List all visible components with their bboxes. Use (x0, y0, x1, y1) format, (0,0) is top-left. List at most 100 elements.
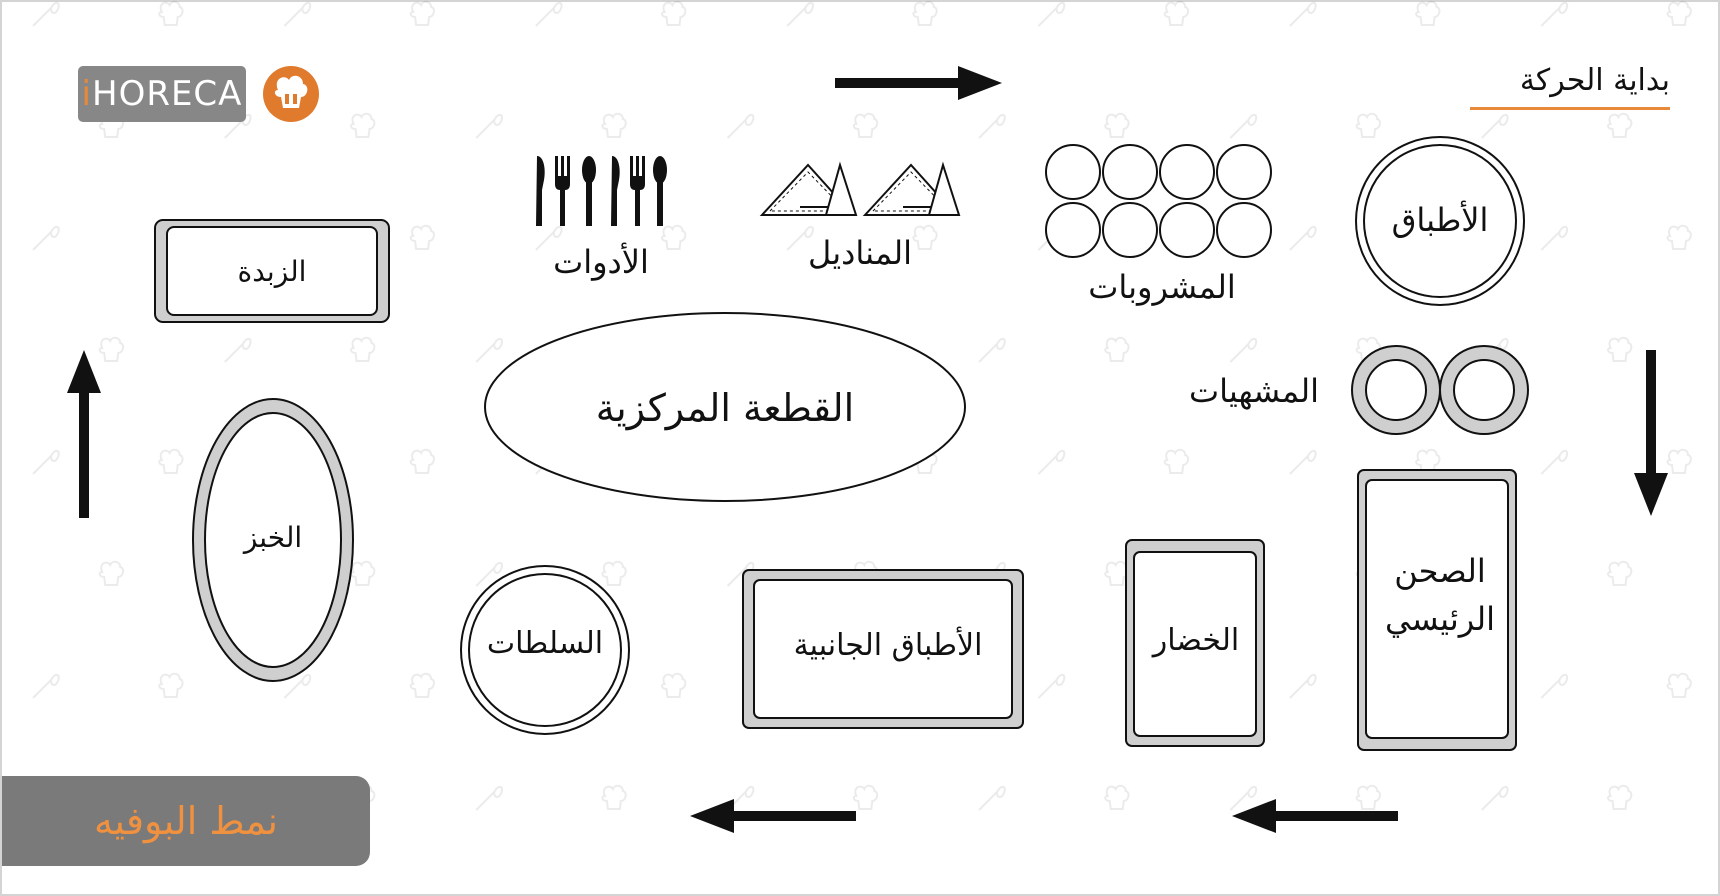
whisk-icon (32, 225, 60, 251)
chef-hat-icon (158, 448, 184, 474)
main-dish-label-line1: الصحن (1394, 552, 1485, 590)
utensils-label: الأدوات (553, 242, 649, 281)
whisk-icon (1289, 225, 1317, 251)
chef-hat-icon (601, 560, 627, 586)
chef-hat-icon (350, 112, 376, 138)
whisk-icon (224, 337, 252, 363)
whisk-icon (1289, 673, 1317, 699)
appetizers-label: المشهيات (1189, 372, 1319, 410)
glass-icon (1045, 144, 1272, 258)
whisk-icon (475, 785, 503, 811)
chef-hat-icon (158, 672, 184, 698)
chef-hat-icon (1607, 336, 1633, 362)
chef-hat-icon (1355, 112, 1381, 138)
whisk-icon (475, 561, 503, 587)
folded-napkin-icon (759, 161, 961, 216)
centerpiece-ellipse (484, 312, 966, 502)
chef-hat-icon (98, 336, 125, 362)
vegetables-label: الخضار (1151, 623, 1239, 658)
whisk-icon (32, 449, 60, 475)
whisk-icon (978, 785, 1006, 811)
chef-hat-icon (409, 672, 435, 698)
whisk-icon (726, 113, 755, 139)
side-dishes-label: الأطباق الجانبية (794, 625, 983, 663)
brand-logo-text: HORECA (92, 74, 243, 114)
whisk-icon (1037, 673, 1066, 699)
chef-hat-icon (1104, 784, 1130, 810)
brand-logo: iHORECA (78, 66, 246, 122)
chef-hat-icon (1104, 336, 1130, 362)
whisk-icon (1481, 113, 1509, 139)
chef-hat-icon (409, 0, 435, 26)
butter-station: الزبدة (154, 219, 390, 323)
whisk-icon (283, 1, 312, 27)
chef-hat-icon (852, 784, 879, 810)
vegetables-station: الخضار (1125, 539, 1265, 747)
whisk-icon (1037, 1, 1066, 27)
chef-hat-icon (661, 672, 687, 698)
arrow-icon (690, 799, 856, 833)
chef-hat-icon (1666, 0, 1692, 26)
chef-hat-icon (409, 224, 435, 250)
side-dishes-pan (753, 579, 1013, 719)
salads-station: السلطات (460, 565, 630, 735)
chef-hat-icon (158, 0, 184, 26)
chef-hat-icon (601, 784, 627, 810)
whisk-icon (475, 113, 503, 139)
whisk-icon (1037, 449, 1066, 475)
chef-hat-icon (1607, 112, 1633, 138)
whisk-icon (1289, 1, 1317, 27)
chef-hat-icon (1666, 448, 1692, 474)
whisk-icon (1481, 785, 1509, 811)
drinks-station: المشروبات (1045, 144, 1272, 306)
chef-hat-icon (661, 0, 687, 26)
plates-station: الأطباق (1355, 136, 1525, 306)
whisk-icon (32, 673, 60, 699)
chef-hat-icon (1607, 784, 1633, 810)
main-dish-label-line2: الرئيسي (1385, 600, 1495, 638)
salads-label: السلطات (487, 626, 603, 661)
chef-hat-icon (1666, 224, 1692, 250)
chef-hat-icon (1607, 560, 1633, 586)
chef-hat-icon (1415, 448, 1441, 474)
salads-inner-rim (468, 573, 622, 727)
centerpiece-label: القطعة المركزية (596, 386, 854, 431)
chef-hat-icon (1163, 0, 1190, 26)
buffet-style-banner: نمط البوفيه (2, 776, 370, 866)
bread-label: الخبز (242, 521, 302, 554)
bread-station: الخبز (192, 398, 354, 682)
whisk-icon (786, 1, 814, 27)
start-of-flow-label: بداية الحركة (1470, 58, 1670, 110)
napkins-station: المناديل (759, 161, 961, 272)
chef-hat-icon (912, 224, 938, 250)
butter-label: الزبدة (238, 255, 307, 288)
chef-hat-icon (1355, 784, 1381, 810)
whisk-icon (535, 225, 563, 251)
cutlery-icon (536, 156, 667, 226)
chef-hat-icon (852, 112, 879, 138)
chef-hat-icon (1415, 0, 1441, 26)
whisk-icon (1540, 225, 1569, 251)
whisk-icon (224, 113, 252, 139)
flow-arrows (67, 66, 1668, 833)
arrow-icon (1232, 799, 1398, 833)
chef-hat-icon (1163, 448, 1190, 474)
whisk-icon (1229, 785, 1258, 811)
chef-hat-icon (263, 66, 319, 122)
utensils-station: الأدوات (536, 156, 667, 281)
bread-plate (204, 412, 342, 668)
whisk-icon (535, 1, 563, 27)
whisk-icon (786, 225, 814, 251)
arrow-icon (835, 66, 1002, 100)
whisk-icon (1540, 1, 1569, 27)
centerpiece-station: القطعة المركزية (484, 312, 966, 502)
plates-inner-rim (1363, 144, 1517, 298)
arrow-icon (1634, 350, 1668, 516)
whisk-icon (475, 337, 503, 363)
whisk-icon (978, 113, 1006, 139)
whisk-icon (32, 1, 60, 27)
chef-hat-icon (350, 560, 376, 586)
arrow-icon (67, 350, 101, 518)
chef-hat-icon (409, 448, 435, 474)
